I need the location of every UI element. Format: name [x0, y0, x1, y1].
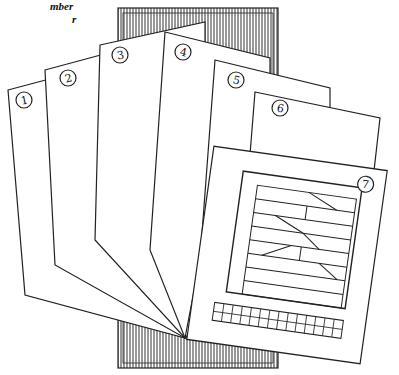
- heading-fragment: mber: [50, 1, 73, 12]
- callout-number: 6: [275, 102, 284, 114]
- heading-fragment: r: [72, 14, 76, 25]
- card: [187, 146, 387, 363]
- callout-number: 4: [178, 46, 187, 58]
- callout-number: 3: [116, 49, 125, 61]
- callout-number: 1: [19, 94, 28, 106]
